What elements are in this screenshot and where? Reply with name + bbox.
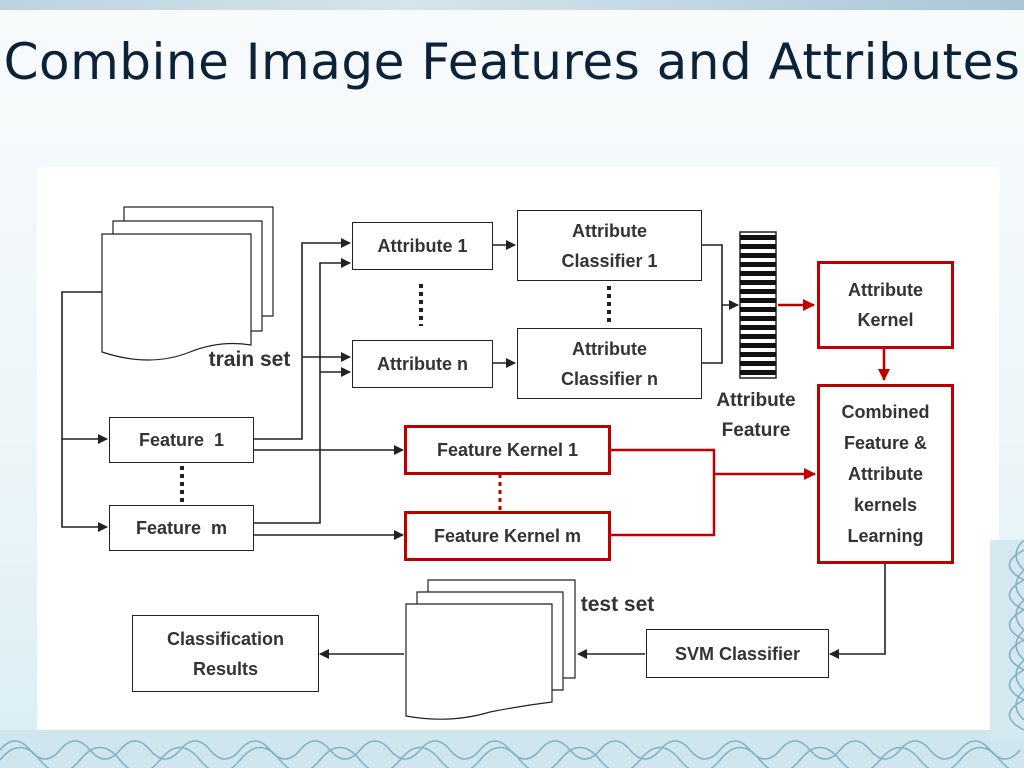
line-clsn-to-vector — [702, 305, 723, 364]
classification-results-label: Classification Results — [166, 628, 285, 679]
attribute-1-box: Attribute 1 — [352, 222, 493, 270]
decorative-wave-border — [0, 730, 1024, 768]
attribute-n-label: Attribute n — [377, 354, 468, 374]
attribute-classifier-n-label: Attribute Classifier n — [560, 338, 659, 389]
attribute-feature-label: Attribute Feature — [708, 386, 804, 446]
train-set-label: train set — [202, 345, 297, 375]
arrow-train-to-feature-m — [61, 439, 108, 532]
arrow-fm-to-attr1 — [253, 258, 351, 524]
combined-kernel-box: Combined Feature & Attribute kernels Lea… — [817, 384, 954, 564]
train-set-text: train set — [208, 348, 291, 371]
feature-kernel-m-box: Feature Kernel m — [404, 511, 611, 561]
attribute-classifier-1-label: Attribute Classifier 1 — [561, 220, 658, 271]
combined-kernel-label: Combined Feature & Attribute kernels Lea… — [841, 401, 930, 546]
test-set-stack — [405, 579, 576, 720]
feature-kernel-m-label: Feature Kernel m — [433, 526, 582, 546]
attribute-1-label: Attribute 1 — [377, 236, 468, 256]
feature-m-label: Feature m — [135, 518, 228, 538]
decorative-wave-side — [990, 540, 1024, 740]
attribute-kernel-box: Attribute Kernel — [817, 261, 954, 349]
red-connectors — [610, 299, 890, 537]
top-accent-bar — [0, 0, 1024, 10]
attribute-kernel-label: Attribute Kernel — [848, 280, 923, 330]
attribute-classifier-1-box: Attribute Classifier 1 — [517, 210, 702, 281]
slide-title: Combine Image Features and Attributes — [0, 30, 1024, 94]
feature-1-box: Feature 1 — [109, 417, 254, 463]
slide-title-text: Combine Image Features and Attributes — [3, 33, 1021, 91]
classification-results-box: Classification Results — [132, 615, 319, 692]
svm-classifier-label: SVM Classifier — [674, 643, 801, 664]
feature-1-label: Feature 1 — [138, 430, 225, 450]
arrow-f1-to-attr1 — [253, 238, 351, 440]
arrow-cls1-to-vector — [702, 244, 739, 310]
test-set-label: test set — [575, 590, 660, 620]
test-set-text: test set — [580, 593, 655, 616]
attribute-n-box: Attribute n — [352, 340, 493, 388]
dotted-separators — [180, 284, 611, 502]
svm-classifier-box: SVM Classifier — [646, 629, 829, 678]
arrow-combined-to-svm — [829, 563, 886, 659]
line-fk-merge — [610, 448, 716, 537]
feature-kernel-1-box: Feature Kernel 1 — [404, 425, 611, 475]
train-set-stack — [101, 206, 274, 361]
black-connectors — [61, 238, 886, 659]
attribute-feature-text: Attribute Feature — [716, 390, 796, 441]
attribute-feature-vector — [739, 231, 777, 379]
arrow-train-to-feature-1 — [61, 291, 108, 444]
attribute-classifier-n-box: Attribute Classifier n — [517, 328, 702, 399]
feature-m-box: Feature m — [109, 505, 254, 551]
feature-kernel-1-label: Feature Kernel 1 — [436, 440, 579, 460]
